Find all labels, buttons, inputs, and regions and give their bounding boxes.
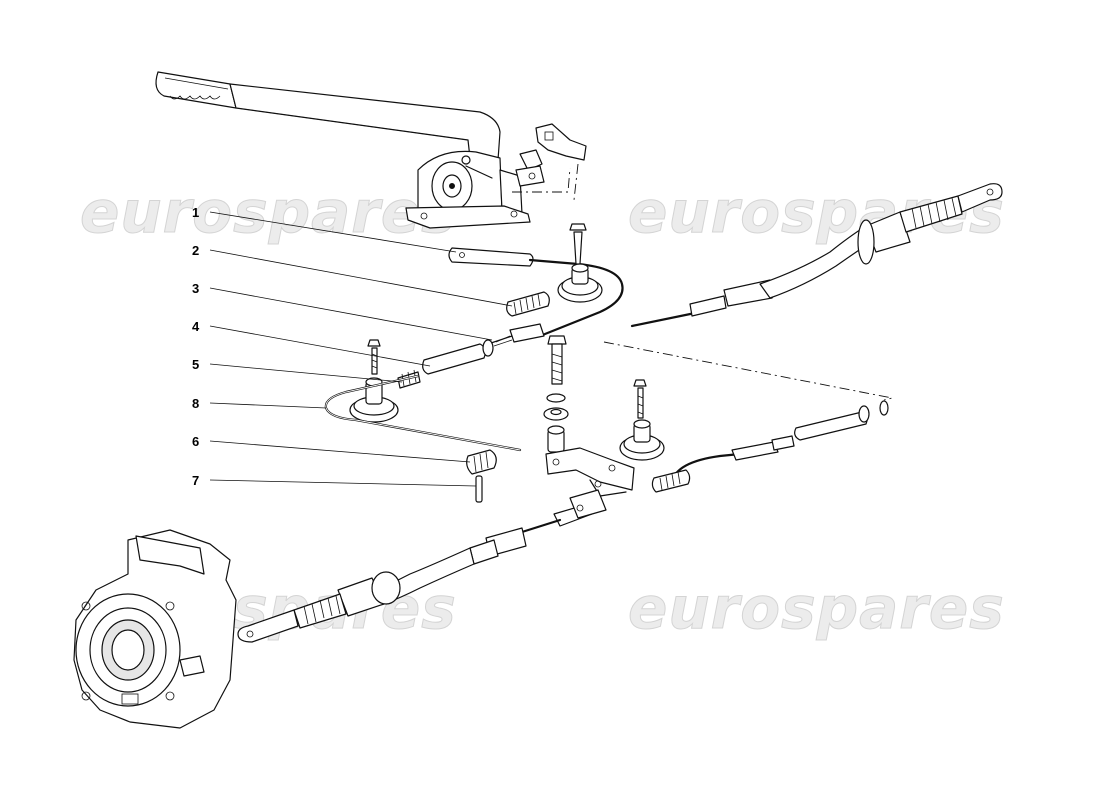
watermark-bottom-right: eurospares [628,574,1005,642]
lever-bracket [512,123,587,201]
part-2-spring [506,291,550,317]
leader-5 [209,363,403,383]
leader-1 [209,211,457,253]
callout-2: 2 [192,243,199,258]
callout-1: 1 [192,205,199,220]
callout-6: 6 [192,434,199,449]
callout-leaders [209,211,513,487]
watermark-top-left: eurospares [80,178,457,246]
leader-4 [209,325,431,367]
part-3-threaded-link [487,323,545,347]
handbrake-lever [155,71,531,229]
upper-pulley [557,223,603,303]
leader-3 [209,287,493,341]
leader-7 [209,479,477,487]
callout-4: 4 [192,319,200,334]
callout-5: 5 [192,357,199,372]
center-bolt-and-bracket [543,335,635,497]
callout-8: 8 [192,396,199,411]
lower-left-cable [237,489,607,643]
callout-numbers: 1 2 3 4 5 8 6 7 [192,205,200,488]
right-cable-assembly [651,400,889,493]
part-4-sleeve [422,339,494,375]
upper-right-cable [630,183,1003,328]
dashed-connector [603,341,893,401]
part-1-cable-adjuster [448,247,624,338]
left-pulley [349,377,399,423]
right-pulley [619,379,665,461]
part-7-pin [475,475,483,503]
part-6-sleeve [466,449,497,475]
leader-6 [209,440,471,463]
callout-3: 3 [192,281,199,296]
leader-2 [209,249,513,307]
callout-7: 7 [192,473,199,488]
rear-hub-carrier [73,529,237,729]
leader-8 [209,402,327,409]
